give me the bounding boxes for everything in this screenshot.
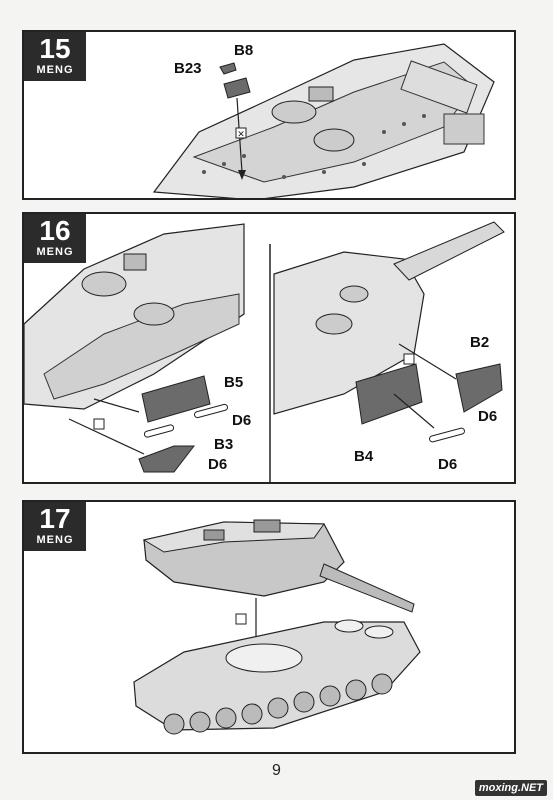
label-b4: B4	[354, 448, 374, 465]
step-number: 17	[39, 503, 71, 534]
svg-text:✕: ✕	[237, 129, 245, 139]
step-15-badge: 15 MENG	[24, 32, 86, 81]
step-15-panel: 15 MENG ✕ B23 B8	[22, 30, 516, 200]
label-d6-right-lower: D6	[438, 456, 458, 473]
step-15-illustration: ✕	[152, 43, 495, 198]
step-number: 16	[39, 215, 71, 246]
label-b3: B3	[214, 436, 234, 453]
step-16-badge: 16 MENG	[24, 214, 86, 263]
watermark: moxing.NET	[474, 780, 547, 796]
step-16-panel: 16 MENG B5 D6 B3 D6 B2 D6 B4 D6	[22, 212, 516, 484]
brand-logo: MENG	[36, 534, 74, 546]
brand-logo: MENG	[36, 64, 74, 76]
label-d6-right-upper: D6	[478, 408, 498, 425]
label-d6-left-upper: D6	[232, 412, 252, 429]
step-17-illustration	[133, 519, 421, 735]
label-b8: B8	[234, 42, 254, 59]
step-17-badge: 17 MENG	[24, 502, 86, 551]
brand-logo: MENG	[36, 246, 74, 258]
step-16-illustration	[24, 221, 505, 482]
step-number: 15	[39, 33, 71, 64]
label-d6-left-lower: D6	[208, 456, 228, 473]
step-17-panel: 17 MENG	[22, 500, 516, 754]
label-b5: B5	[224, 374, 244, 391]
page-number: 9	[272, 762, 281, 779]
label-b23: B23	[174, 60, 202, 77]
label-b2: B2	[470, 334, 490, 351]
